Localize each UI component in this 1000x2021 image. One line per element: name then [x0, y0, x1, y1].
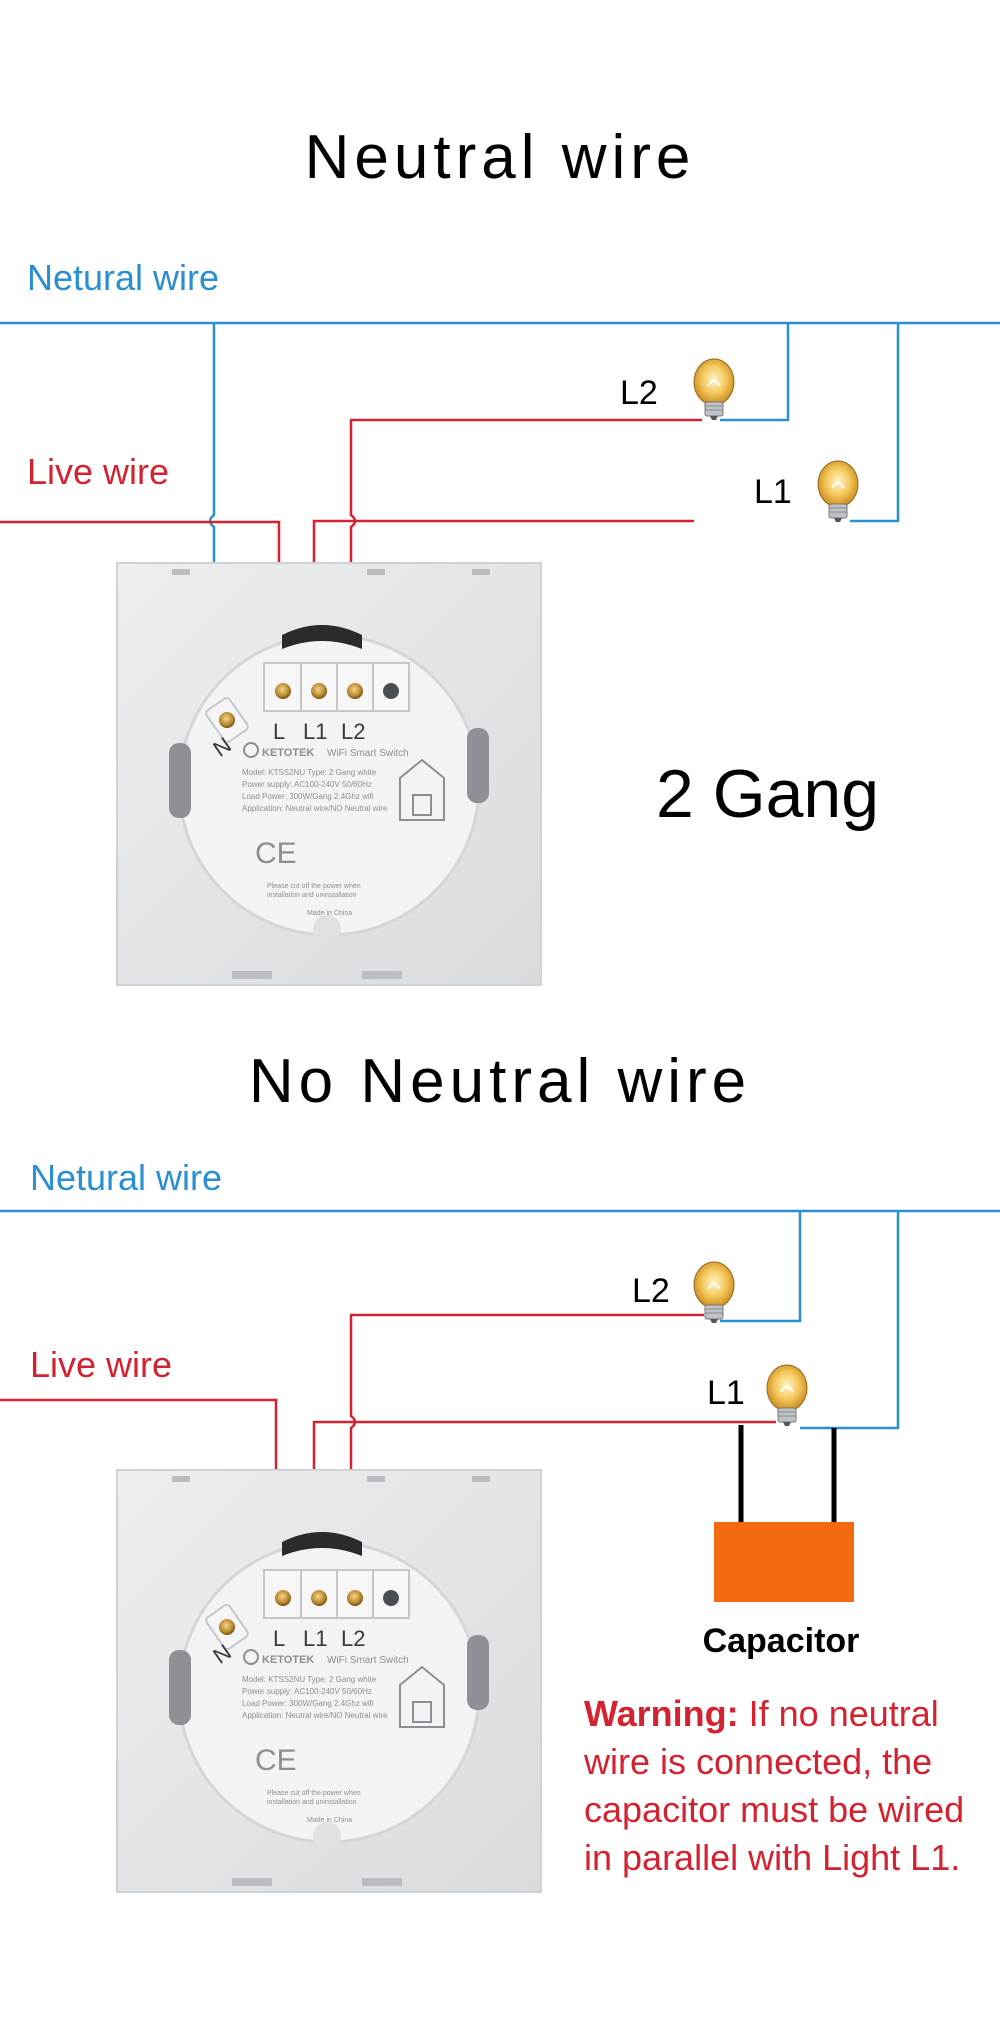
switch-back-view: L L1 L2 N KETOTEK WiFi Smart Switch Mode… — [115, 561, 543, 987]
lamp-l1-label: L1 — [754, 473, 792, 511]
load-line: Load Power: 300W/Gang 2.4Ghz wifi — [242, 792, 374, 801]
terminal-l1-label: L1 — [303, 719, 327, 744]
origin-label: Made in China — [307, 910, 352, 917]
terminal-l-label: L — [273, 1626, 285, 1651]
neutral-wires — [0, 1209, 1000, 1430]
caution-line-2: installation and uninstallation — [267, 1799, 357, 1806]
terminal-l2-label: L2 — [341, 719, 365, 744]
brand-label: KETOTEK — [262, 747, 314, 759]
product-label: WiFi Smart Switch — [327, 1655, 409, 1666]
product-label: WiFi Smart Switch — [327, 748, 409, 759]
lamp-l2: L2 — [632, 1261, 735, 1324]
lamp-l1-label: L1 — [707, 1374, 745, 1412]
live-wire-label: Live wire — [27, 451, 169, 492]
lamp-l2-label: L2 — [632, 1272, 670, 1310]
gang-label: 2 Gang — [656, 756, 879, 832]
lamp-l1: L1 — [754, 460, 859, 523]
terminal-l1-label: L1 — [303, 1626, 327, 1651]
cert-marks: CE — [255, 837, 297, 870]
cert-marks: CE — [255, 1744, 297, 1777]
switch-back-view: L L1 L2 N KETOTEK WiFi Smart Switch Mode… — [115, 1468, 543, 1894]
caution-line-2: installation and uninstallation — [267, 892, 357, 899]
section-heading: No Neutral wire — [249, 1047, 751, 1116]
capacitor-label: Capacitor — [703, 1622, 860, 1660]
live-wire-label: Live wire — [30, 1344, 172, 1385]
warning-prefix: Warning: — [584, 1693, 739, 1734]
warning-note: Warning: If no neutral wire is connected… — [584, 1690, 994, 1882]
power-line: Power supply: AC100-240V 50/60Hz — [242, 780, 372, 789]
model-line: Model: KTSS2NU Type: 2 Gang white — [242, 1675, 377, 1684]
section-neutral: Neutral wire Netural wire Live wire L2 L… — [0, 123, 1000, 987]
model-line: Model: KTSS2NU Type: 2 Gang white — [242, 768, 377, 777]
terminal-l-label: L — [273, 719, 285, 744]
lamp-l1: L1 — [707, 1364, 808, 1427]
power-line: Power supply: AC100-240V 50/60Hz — [242, 1687, 372, 1696]
section-no-neutral: No Neutral wire Netural wire Live wire L… — [0, 1047, 1000, 1894]
caution-line-1: Please cut off the power when — [267, 883, 361, 890]
neutral-wire-label: Netural wire — [30, 1157, 222, 1198]
lamp-l2-label: L2 — [620, 374, 658, 412]
section-heading: Neutral wire — [305, 123, 696, 192]
capacitor: Capacitor — [703, 1425, 860, 1660]
brand-label: KETOTEK — [262, 1654, 314, 1666]
capacitor-body — [714, 1522, 854, 1602]
neutral-wire-label: Netural wire — [27, 257, 219, 298]
warning-text: If no neutral wire is connected, the cap… — [584, 1693, 965, 1878]
origin-label: Made in China — [307, 1817, 352, 1824]
application-line: Application: Neutral wire/NO Neutral wir… — [242, 1711, 388, 1720]
application-line: Application: Neutral wire/NO Neutral wir… — [242, 804, 388, 813]
lamp-l2: L2 — [620, 358, 735, 421]
terminal-l2-label: L2 — [341, 1626, 365, 1651]
load-line: Load Power: 300W/Gang 2.4Ghz wifi — [242, 1699, 374, 1708]
caution-line-1: Please cut off the power when — [267, 1790, 361, 1797]
